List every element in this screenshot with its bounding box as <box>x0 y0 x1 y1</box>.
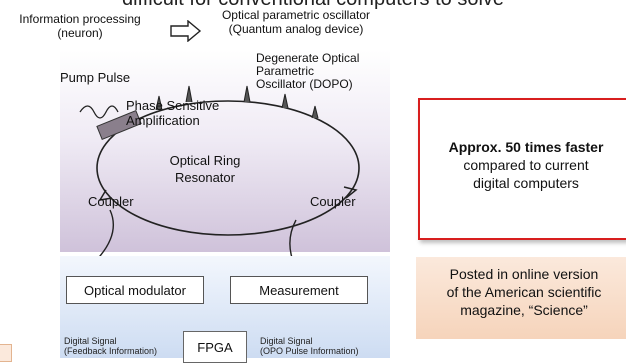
speed-bold: Approx. 50 times faster <box>448 139 604 155</box>
ring-label: Optical Ring Resonator <box>150 152 260 186</box>
dopo-line1: Degenerate Optical <box>256 51 360 65</box>
signal-right-line1: Digital Signal <box>260 336 313 346</box>
posted-line3: magazine, “Science” <box>460 302 588 318</box>
coupler-right-label: Coupler <box>310 194 356 209</box>
ring-arrow-left-icon <box>98 189 113 202</box>
posted-callout-text: Posted in online version of the American… <box>416 265 626 319</box>
right-arrow-icon <box>170 20 202 42</box>
measurement-box: Measurement <box>230 276 368 304</box>
pump-pulse-label: Pump Pulse <box>60 70 131 85</box>
posted-callout: Posted in online version of the American… <box>416 257 626 339</box>
dopo-pulse <box>281 93 289 109</box>
pulse-info-signal-label: Digital Signal (OPO Pulse Information) <box>260 336 359 356</box>
dopo-pulse <box>311 105 319 119</box>
edge-box <box>0 344 12 362</box>
ring-line2: Resonator <box>175 170 235 185</box>
speed-callout: Approx. 50 times faster compared to curr… <box>418 98 626 240</box>
signal-right-line2: (OPO Pulse Information) <box>260 346 359 356</box>
dopo-pulse <box>243 85 251 103</box>
optical-ring <box>96 100 360 236</box>
header-cut-text: difficult for conventional computers to … <box>0 0 626 10</box>
psa-line1: Phase Sensitive <box>126 98 220 113</box>
target-line2: (Quantum analog device) <box>228 22 364 36</box>
target-line1: Optical parametric oscillator <box>221 8 371 22</box>
ring-panel <box>60 50 390 252</box>
ring-line1: Optical Ring <box>169 153 241 168</box>
dopo-label: Degenerate Optical Parametric Oscillator… <box>256 52 359 91</box>
optical-modulator-box: Optical modulator <box>66 276 204 304</box>
source-label: Information processing (neuron) <box>0 12 160 40</box>
signal-left-line1: Digital Signal <box>64 336 117 346</box>
source-line1: Information processing <box>19 12 141 26</box>
pump-waveform <box>79 105 119 119</box>
speed-line3: digital computers <box>473 175 579 191</box>
psa-line2: Amplification <box>126 113 200 128</box>
signal-left-line2: (Feedback Information) <box>64 346 158 356</box>
coupler-left-label: Coupler <box>88 194 134 209</box>
amplifier-block <box>96 109 142 141</box>
fpga-box: FPGA <box>183 331 247 363</box>
psa-label: Phase Sensitive Amplification <box>126 98 219 128</box>
dopo-line2: Parametric <box>256 64 315 78</box>
dopo-pulse <box>185 85 193 103</box>
speed-callout-text: Approx. 50 times faster compared to curr… <box>420 138 626 192</box>
dopo-line3: Oscillator (DOPO) <box>256 77 353 91</box>
dopo-pulse <box>155 95 163 111</box>
feedback-signal-label: Digital Signal (Feedback Information) <box>64 336 157 356</box>
speed-line2: compared to current <box>463 157 589 173</box>
target-label: Optical parametric oscillator (Quantum a… <box>198 8 394 36</box>
ring-arrow-right-icon <box>343 186 358 199</box>
posted-line2: of the American scientific <box>446 284 602 300</box>
source-line2: (neuron) <box>57 26 103 40</box>
posted-line1: Posted in online version <box>449 266 599 282</box>
